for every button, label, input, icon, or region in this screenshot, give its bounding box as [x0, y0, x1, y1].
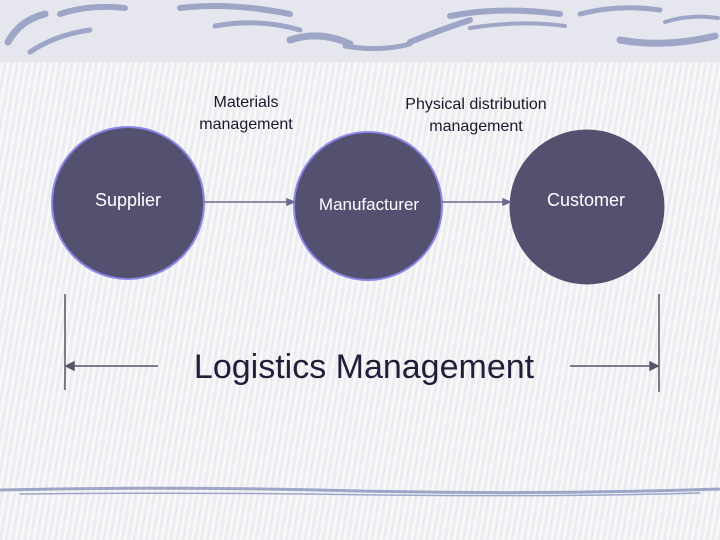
arrowhead	[286, 197, 296, 207]
swoosh-stroke	[468, 21, 567, 30]
swoosh-stroke	[407, 17, 473, 45]
top-swoosh-group	[4, 3, 720, 55]
logistics-span-bracket	[64, 294, 660, 392]
customer-node	[509, 129, 665, 285]
swoosh-stroke	[577, 5, 663, 17]
swoosh-stroke	[616, 32, 719, 47]
swoosh-stroke	[27, 27, 93, 55]
physical-distribution-label: Physical distribution management	[380, 94, 572, 138]
label-line: Physical distribution	[405, 96, 547, 113]
logistics-management-label: Logistics Management	[193, 348, 535, 386]
swoosh-stroke	[447, 7, 563, 19]
bracket-right-arrowhead	[649, 360, 660, 372]
bracket-left-arrowhead	[64, 360, 75, 372]
swoosh-stroke	[57, 3, 128, 17]
customer-label: Customer	[546, 190, 626, 210]
bottom-swoosh-group	[0, 486, 720, 497]
manufacturer-node	[293, 131, 443, 281]
swoosh-stroke	[663, 14, 720, 24]
swoosh-stroke	[19, 492, 701, 497]
materials-management-label: Materials management	[186, 92, 306, 136]
swoosh-stroke	[286, 32, 354, 48]
swoosh-stroke	[0, 486, 720, 495]
swoosh-stroke	[177, 3, 293, 17]
swoosh-stroke	[4, 10, 49, 46]
supplier-label: Supplier	[94, 190, 162, 210]
manufacturer-label: Manufacturer	[318, 195, 420, 214]
supplier-node	[51, 126, 205, 280]
swoosh-stroke	[212, 20, 303, 33]
flow-arrows	[204, 197, 512, 207]
swoosh-stroke	[342, 41, 413, 52]
arrowhead	[502, 197, 512, 207]
label-line: management	[199, 116, 293, 133]
label-line: Materials	[213, 94, 279, 111]
label-line: management	[429, 118, 523, 135]
